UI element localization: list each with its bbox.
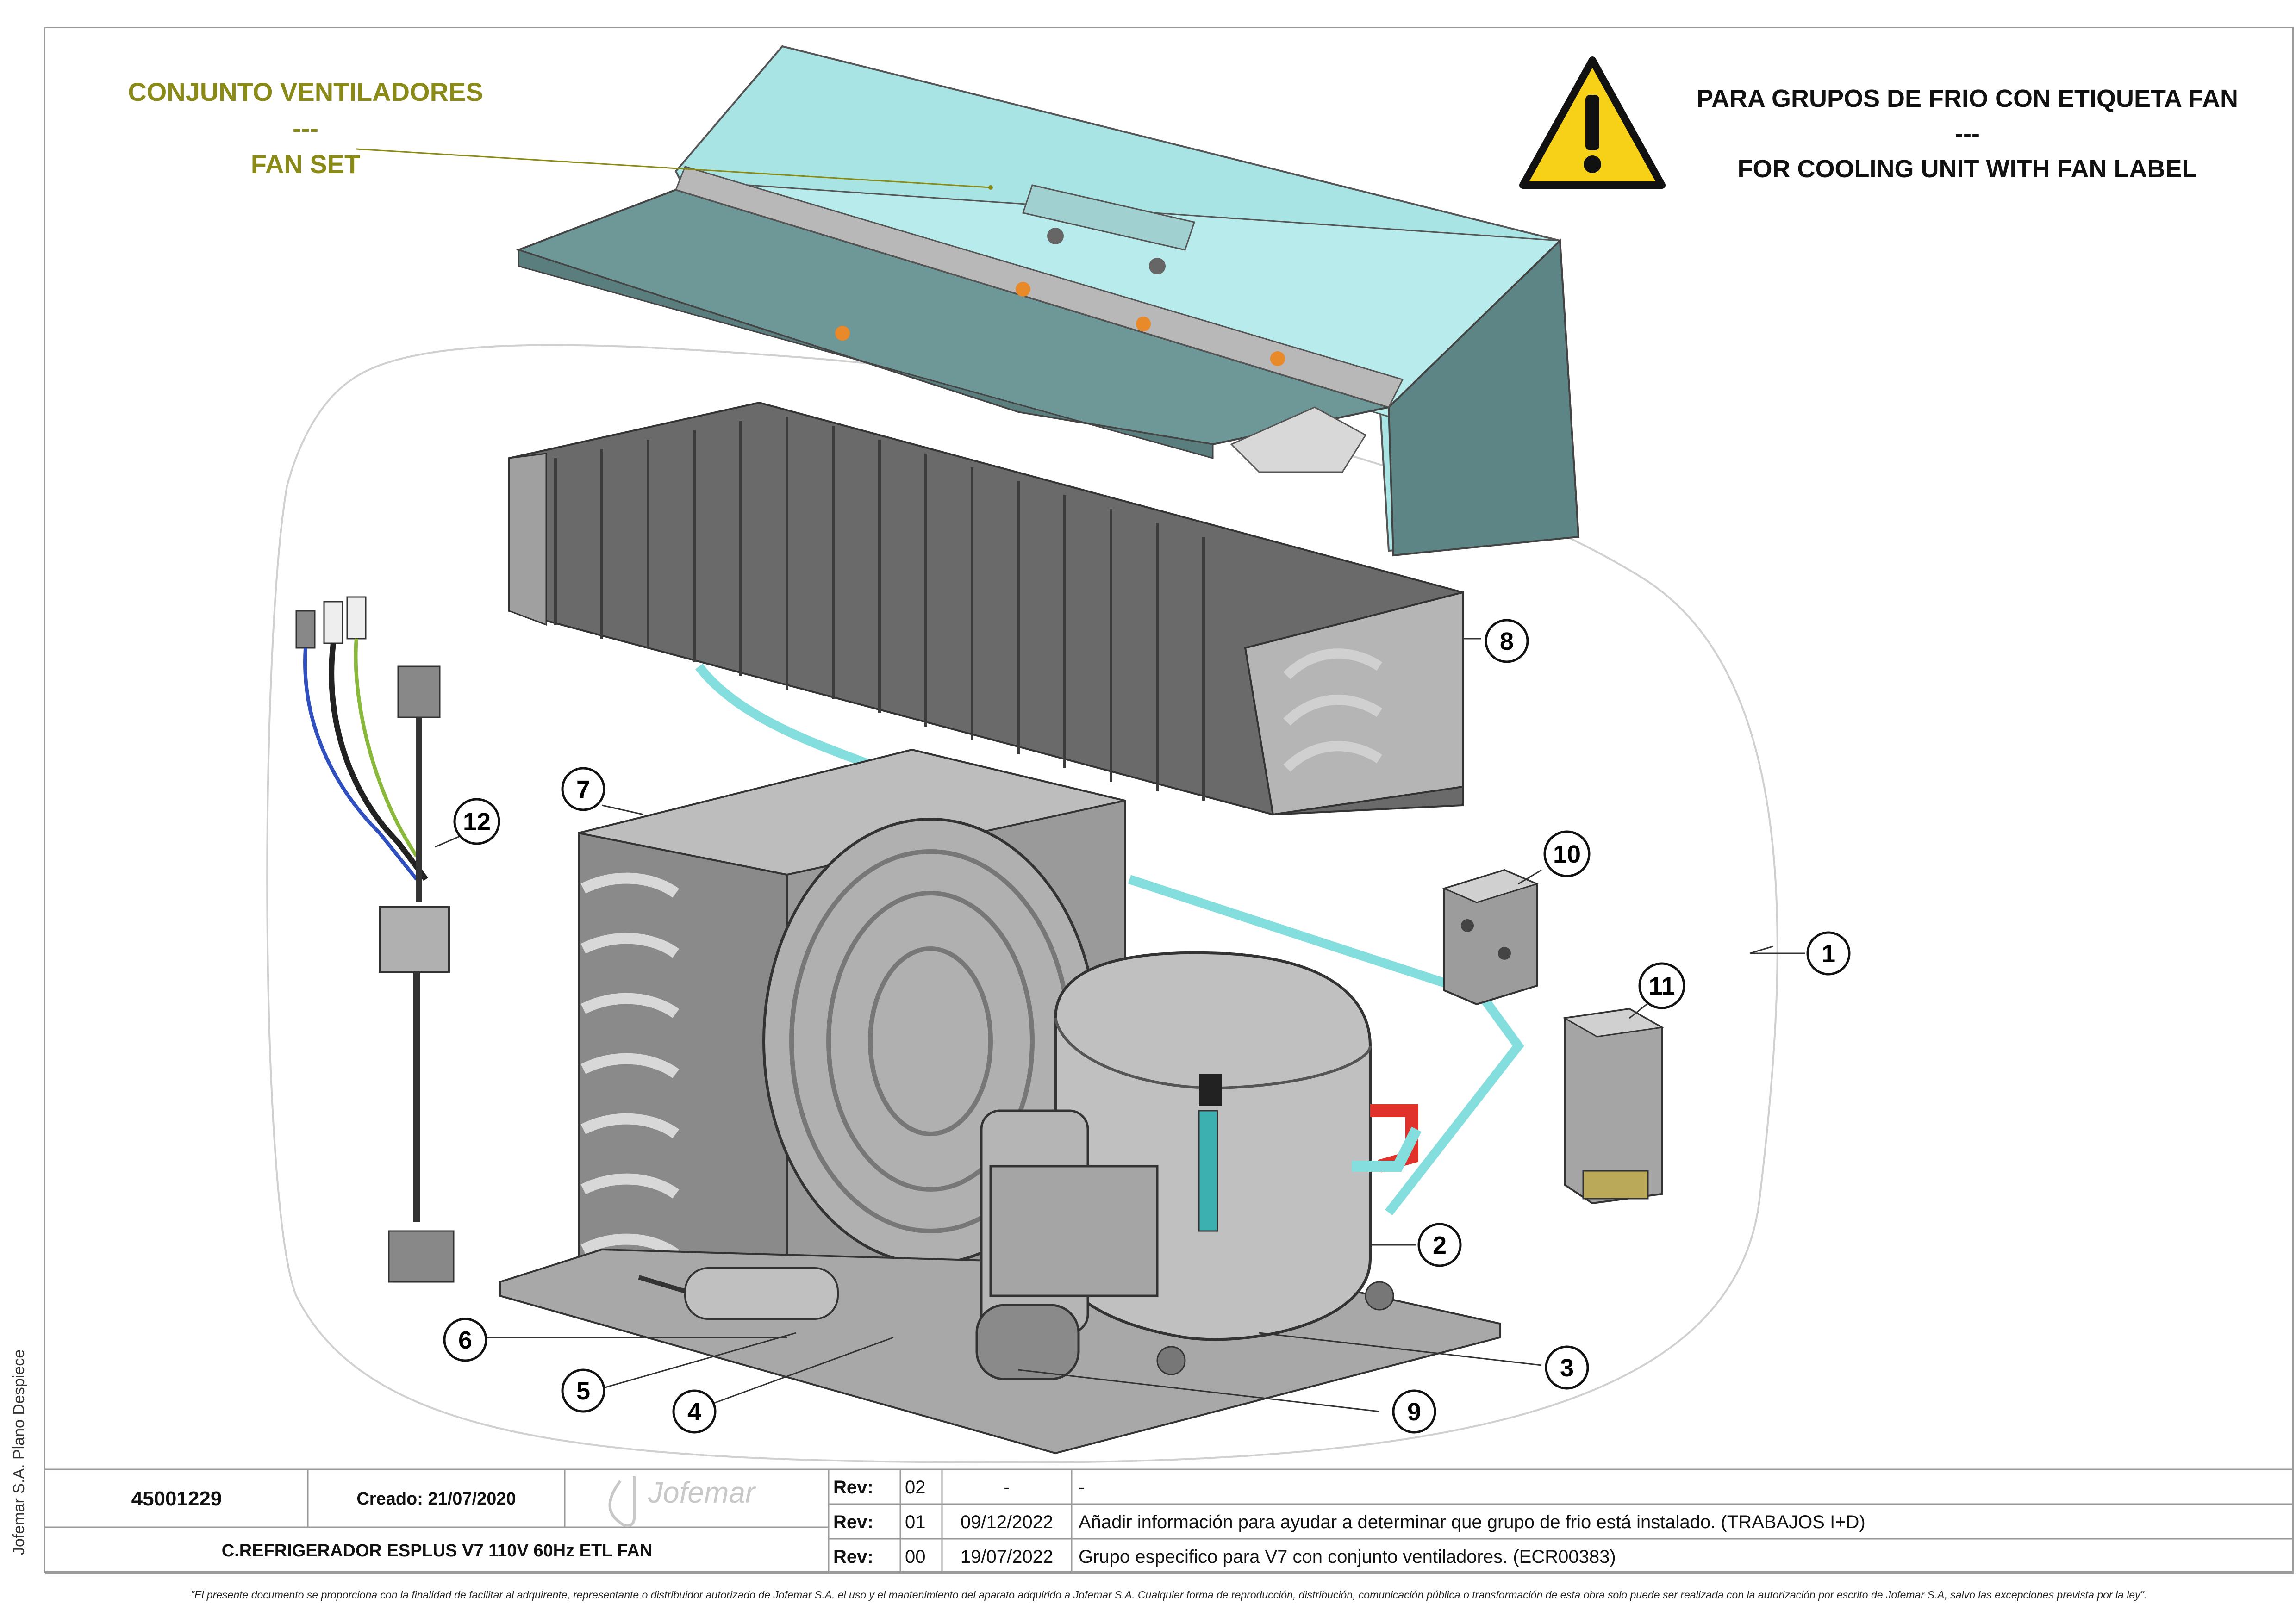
created-date: Creado: 21/07/2020 (356, 1489, 516, 1509)
drawing-frame (44, 27, 2294, 1573)
callout-2: 2 (1417, 1223, 1462, 1267)
callout-7: 7 (561, 767, 605, 811)
part-description: C.REFRIGERADOR ESPLUS V7 110V 60Hz ETL F… (221, 1541, 653, 1561)
drier-filter (638, 1267, 839, 1320)
fan-set-title-sep: --- (293, 113, 318, 143)
svg-text:5: 5 (576, 1377, 590, 1405)
svg-text:10: 10 (1553, 840, 1581, 868)
rev-label: Rev: (833, 1546, 873, 1567)
callout-11: 11 (1638, 962, 1685, 1009)
leader-lines (435, 638, 1805, 1412)
rev-date: - (1004, 1477, 1010, 1498)
compressor (975, 875, 1524, 1380)
callout-12: 12 (453, 798, 500, 845)
electrical-box (1562, 1007, 1664, 1205)
svg-text:7: 7 (576, 776, 590, 803)
condenser-coil (508, 401, 1464, 816)
rev-number: 00 (905, 1546, 926, 1567)
rev-label: Rev: (833, 1477, 873, 1498)
svg-text:8: 8 (1500, 628, 1514, 655)
title-block-grid (45, 1468, 2294, 1574)
fan-set-title-es: CONJUNTO VENTILADORES (128, 77, 483, 106)
rev-date: 09/12/2022 (960, 1511, 1054, 1532)
callout-9: 9 (1392, 1389, 1436, 1434)
fan-set-cover (356, 45, 1580, 557)
svg-text:3: 3 (1560, 1354, 1574, 1382)
fan-set-title: CONJUNTO VENTILADORES --- FAN SET (106, 74, 505, 182)
rev-number: 01 (905, 1511, 926, 1532)
callout-4: 4 (672, 1389, 717, 1434)
callout-8: 8 (1485, 619, 1529, 663)
legal-disclaimer: "El presente documento se proporciona co… (190, 1589, 2147, 1601)
svg-text:2: 2 (1433, 1231, 1447, 1259)
svg-text:11: 11 (1648, 972, 1675, 1000)
callout-6: 6 (443, 1318, 487, 1362)
callout-1: 1 (1806, 931, 1851, 976)
warning-text-es: PARA GRUPOS DE FRIO CON ETIQUETA FAN (1696, 85, 2239, 112)
rev-date: 19/07/2022 (960, 1546, 1054, 1567)
part-number: 45001229 (131, 1487, 222, 1510)
rev-label: Rev: (833, 1511, 873, 1532)
relay (1442, 869, 1539, 1006)
callout-3: 3 (1545, 1345, 1589, 1390)
wiring-harness (295, 596, 455, 1283)
svg-text:4: 4 (687, 1398, 701, 1426)
warning-text: PARA GRUPOS DE FRIO CON ETIQUETA FAN ---… (1648, 81, 2287, 187)
svg-text:12: 12 (463, 808, 491, 836)
rev-description: - (1079, 1477, 1085, 1498)
svg-text:1: 1 (1822, 940, 1835, 968)
warning-triangle-icon (1519, 56, 1666, 189)
svg-text:9: 9 (1407, 1398, 1421, 1426)
rev-description: Añadir información para ayudar a determi… (1079, 1511, 1866, 1532)
svg-text:6: 6 (458, 1326, 472, 1354)
callout-10: 10 (1543, 830, 1591, 877)
rev-description: Grupo especifico para V7 con conjunto ve… (1079, 1546, 1616, 1567)
callouts: 1 2 3 4 5 6 7 8 9 10 11 12 (443, 619, 1851, 1434)
warning-text-en: FOR COOLING UNIT WITH FAN LABEL (1737, 155, 2197, 183)
fan-set-title-en: FAN SET (250, 149, 361, 179)
jofemar-logo-icon (608, 1476, 636, 1527)
jofemar-logo-text: Jofemar (648, 1476, 755, 1509)
rev-number: 02 (905, 1477, 926, 1498)
warning-text-sep: --- (1955, 120, 1980, 148)
callout-5: 5 (561, 1368, 605, 1413)
